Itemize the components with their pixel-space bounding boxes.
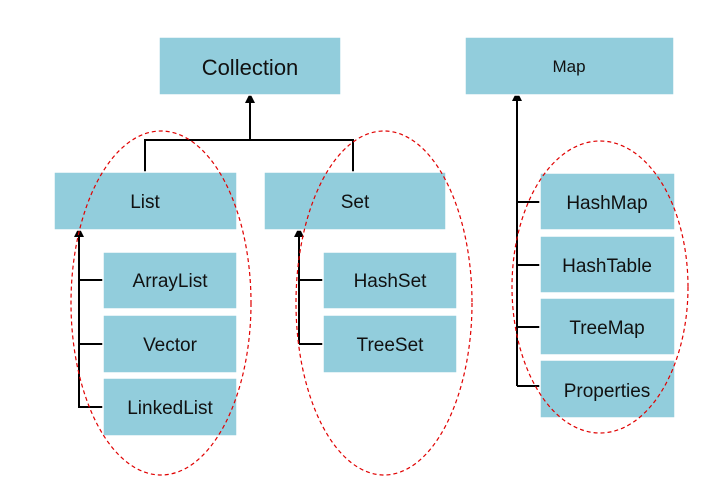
- arraylist-box: ArrayList: [102, 251, 238, 310]
- list-label: List: [130, 192, 160, 213]
- treemap-label: TreeMap: [569, 318, 644, 339]
- hashset-label: HashSet: [354, 271, 428, 292]
- hashset-box: HashSet: [322, 251, 458, 310]
- set-label: Set: [341, 192, 370, 213]
- hashmap-box: HashMap: [539, 172, 676, 231]
- set-group-ellipse: [295, 130, 473, 476]
- treeset-label: TreeSet: [357, 335, 425, 356]
- set-box: Set: [263, 171, 447, 231]
- map-label: Map: [552, 57, 585, 76]
- properties-box: Properties: [539, 359, 676, 419]
- grouping-ellipses: [70, 130, 689, 476]
- treemap-box: TreeMap: [539, 297, 676, 356]
- map-box: Map: [464, 36, 675, 96]
- collection-box: Collection: [158, 36, 342, 96]
- hashtable-label: HashTable: [562, 256, 652, 277]
- properties-label: Properties: [564, 381, 651, 402]
- collection-label: Collection: [202, 55, 299, 80]
- treeset-box: TreeSet: [322, 314, 458, 374]
- connectors: [74, 91, 540, 408]
- linkedlist-label: LinkedList: [127, 398, 213, 419]
- map-group-ellipse: [511, 140, 689, 434]
- hashmap-label: HashMap: [566, 193, 647, 214]
- hashtable-box: HashTable: [539, 235, 676, 294]
- list-box: List: [53, 171, 238, 231]
- linkedlist-box: LinkedList: [102, 377, 238, 437]
- vector-label: Vector: [143, 335, 198, 356]
- vector-box: Vector: [102, 314, 238, 374]
- list-group-ellipse: [70, 130, 252, 476]
- collection-branch-line: [144, 139, 354, 172]
- arraylist-label: ArrayList: [133, 271, 209, 292]
